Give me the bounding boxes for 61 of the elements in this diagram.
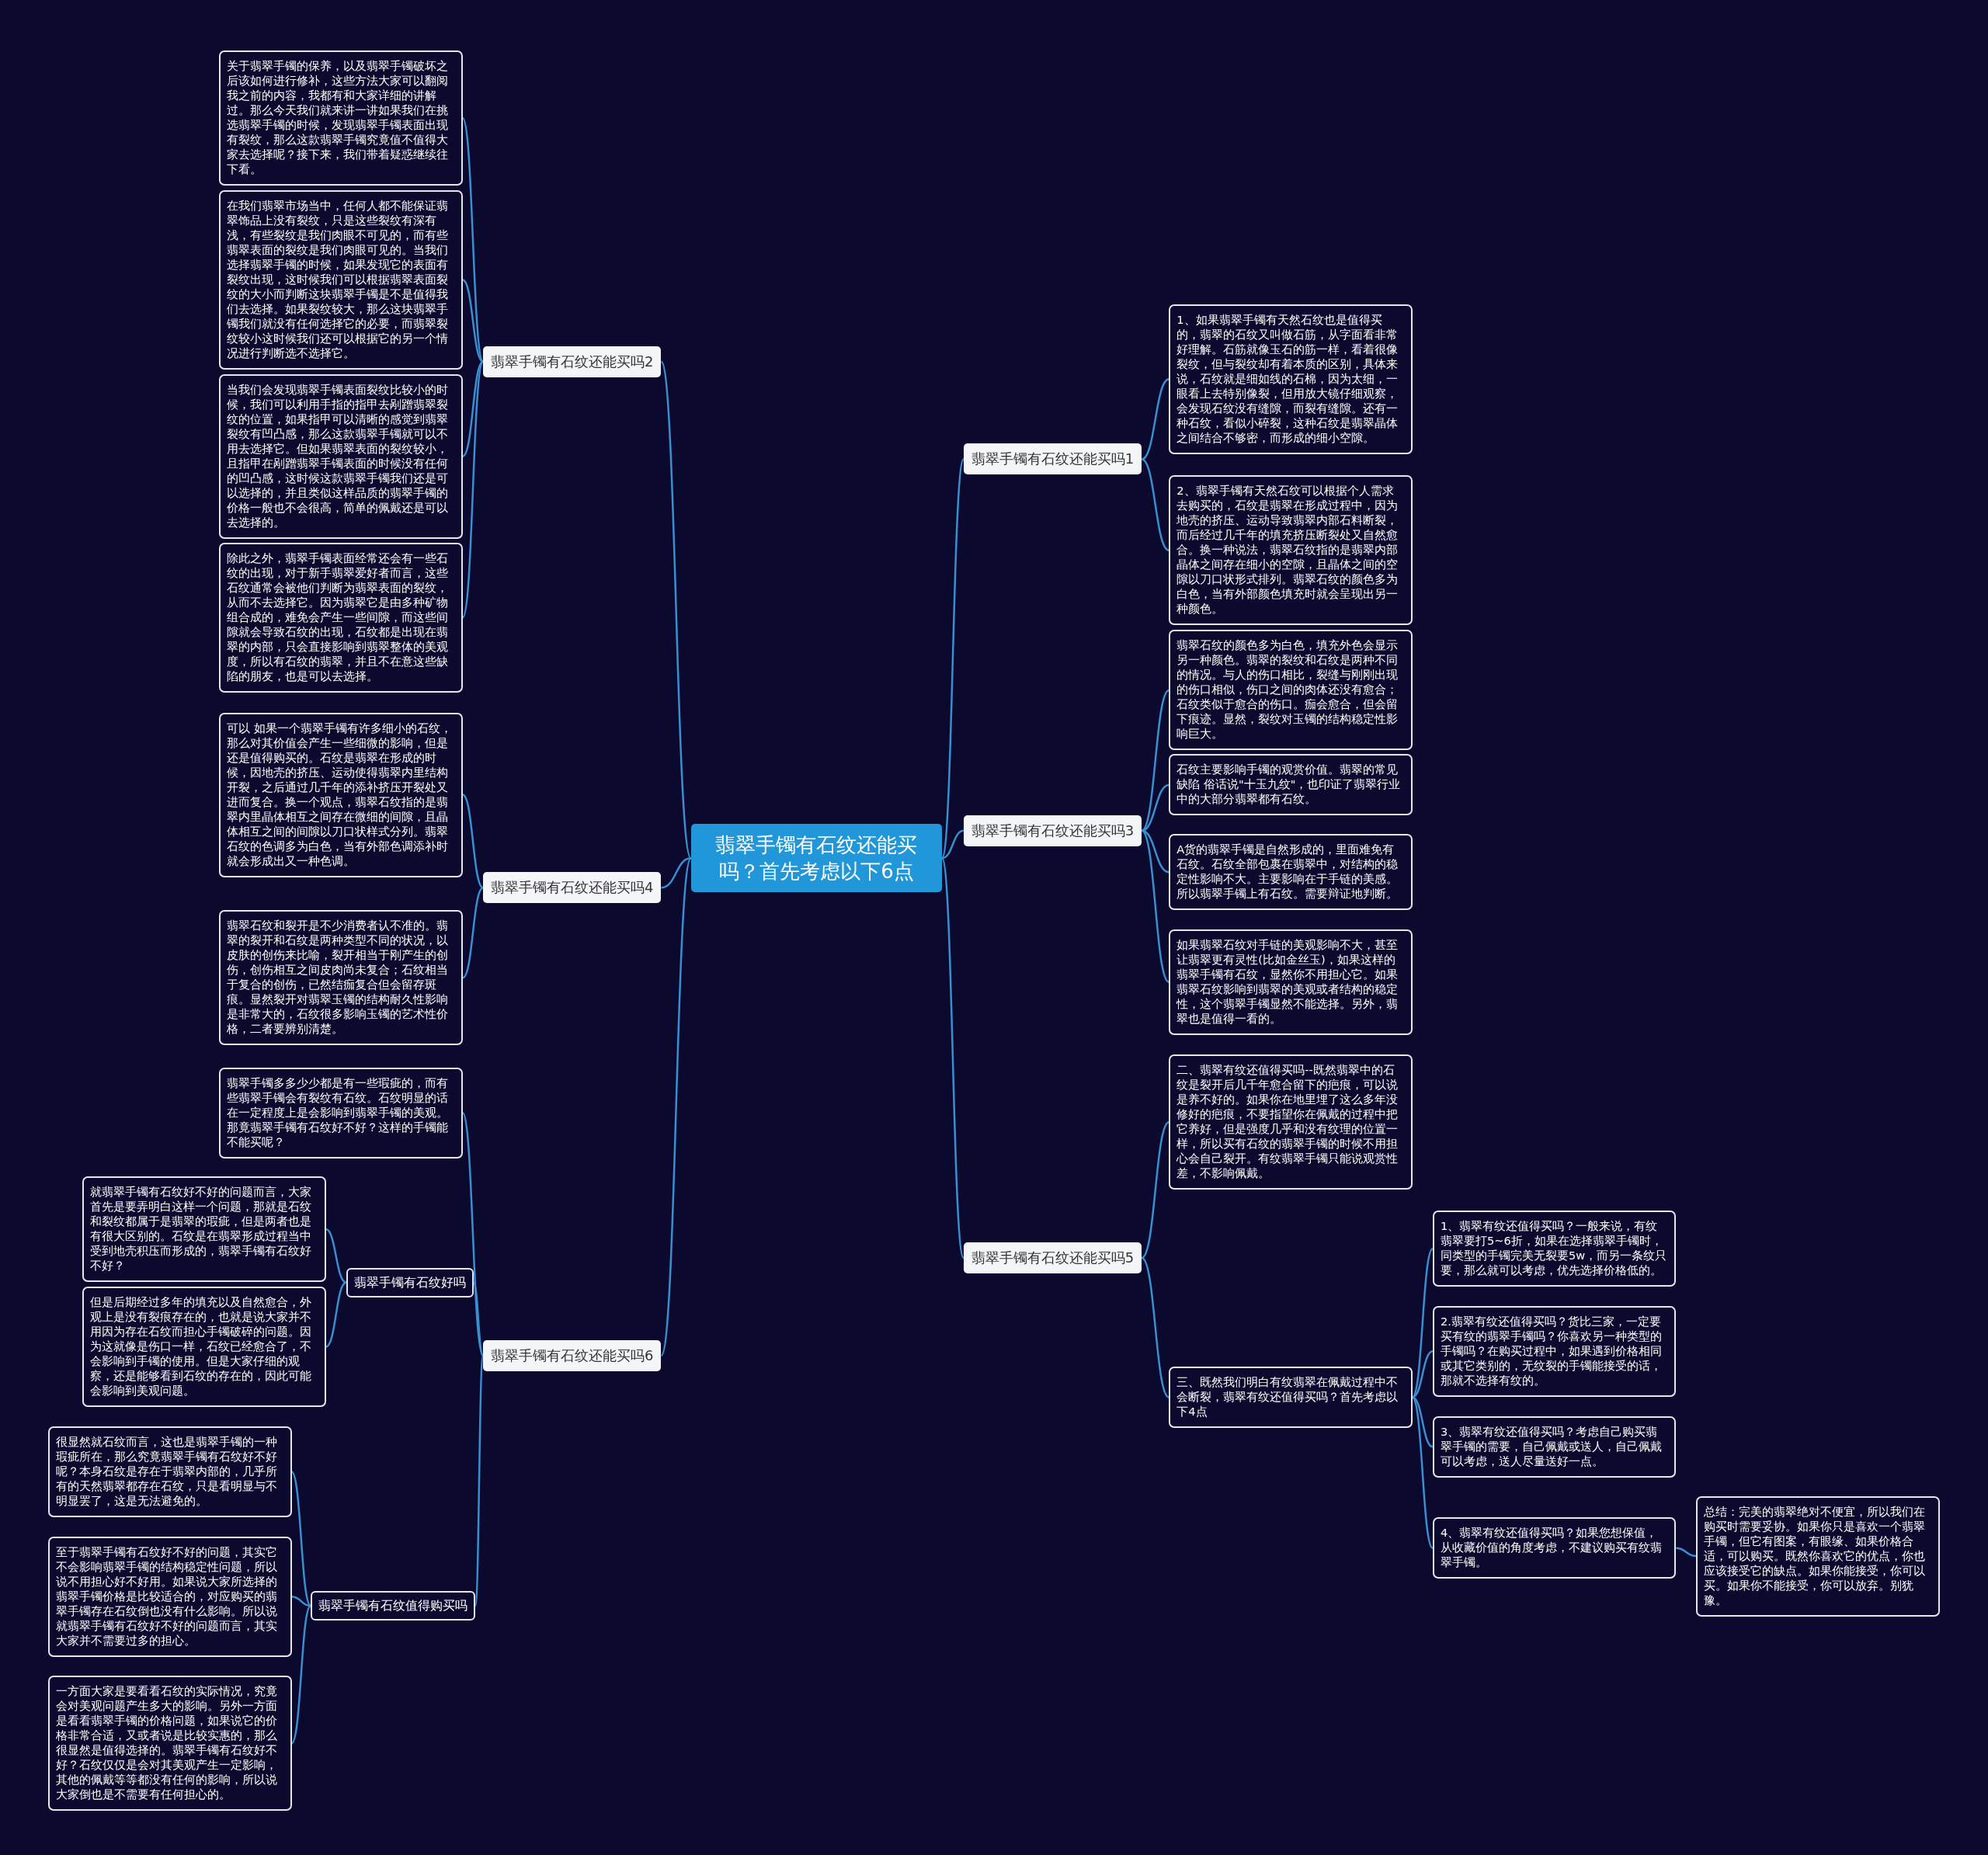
text-card: 2.翡翠有纹还值得买吗？货比三家，一定要买有纹的翡翠手镯吗？你喜欢另一种类型的手镯吗？在购买过程中，如果遇到价格相同或其它类别的，无纹裂的手镯能接受的话，那就不选择有纹的。 [1432,1305,1677,1397]
branch-topic-box: 翡翠手镯有石纹还能买吗2 [483,346,662,377]
connector-line [1141,458,1170,551]
connector-line [941,829,964,860]
text-card: 如果翡翠石纹对手链的美观影响不大，甚至让翡翠更有灵性(比如金丝玉)，如果这样的翡翠手镯有石纹，显然你不用担心它。如果翡翠石纹影响到翡翠的美观或者结构的稳定性，这个翡翠手镯显然不能选择。另外，翡翠也是值得一看的。 [1169,929,1413,1035]
text-card: 总结：完美的翡翠绝对不便宜，所以我们在购买时需要妥协。如果你只是喜欢一个翡翠手镯，但它有图案，有眼缘、如果价格合适，可以购买。既然你喜欢它的优点，你也应该接受它的缺点。如果你能接受，你可以买。如果你不能接受，你可以放弃。别犹豫。 [1696,1495,1940,1617]
connector-line [1141,829,1170,983]
connector-line [291,1596,311,1607]
text-card: 很显然就石纹而言，这也是翡翠手镯的一种瑕疵所在，那么究竟翡翠手镯有石纹好不好呢？本身石纹是存在于翡翠内部的，几乎所有的天然翡翠都存在石纹，只是看明显与不明显罢了，这是无法避免的。 [48,1426,292,1517]
text-card: 一方面大家是要看看石纹的实际情况，究竟会对美观问题产生多大的影响。另外一方面是看看翡翠手镯的价格问题，如果说它的价格非常合适，又或者说是比较实惠的，那么很显然是值得选择的。翡翠手镯有石纹好不好？石纹仅仅是会对其美观产生一定影响，其他的佩戴等等都没有任何的影响，所以说大家倒也是不需要有任何担心的。 [48,1676,292,1812]
connector-line [1141,1257,1170,1398]
text-card: 当我们会发现翡翠手镯表面裂纹比较小的时候，我们可以利用手指的指甲去剐蹭翡翠裂纹的位置，如果指甲可以清晰的感觉到翡翠裂纹有凹凸感，那么这款翡翠手镯就可以不用去选择它。但如果翡翠表面的裂纹较小，且指甲在剐蹭翡翠手镯表面的时候没有任何的凹凸感，这时候这款翡翠手镯我们还是可以选择的，并且类似这样品质的翡翠手镯的价格一般也不会很高，简单的佩戴还是可以去选择的。 [219,373,463,539]
text-card: 可以 如果一个翡翠手镯有许多细小的石纹，那么对其价值会产生一些细微的影响，但是还是值得购买的。石纹是翡翠在形成的时候，因地壳的挤压、运动使得翡翠内里结构开裂，之后通过几千年的添补挤压开裂处又进而复合。换一个观点，翡翠石纹指的是翡翠内里晶体相互之间存在微细的间隙，且晶体相互之间的间隙以刀口状样式分列。翡翠石纹的色调多为白色，当有外部色调添补时就会形成出又一种色调。 [219,712,463,877]
connector-line [325,1228,347,1284]
branch-topic-box: 翡翠手镯有石纹还能买吗1 [963,443,1142,475]
connector-line [462,887,484,979]
text-card: 1、如果翡翠手镯有天然石纹也是值得买的，翡翠的石纹又叫做石筋，从字面看非常好理解。石筋就像玉石的筋一样，看着很像裂纹，但与裂纹却有着本质的区别，具体来说，石纹就是细如线的石棉，因为太细，一眼看上去特别像裂，但用放大镜仔细观察，会发现石纹没有缝隙，而裂有缝隙。还有一种石纹，看似小碎裂，这种石纹是翡翠晶体之间结合不够密，而形成的细小空隙。 [1169,304,1413,454]
text-card: 关于翡翠手镯的保养，以及翡翠手镯破坏之后该如何进行修补，这些方法大家可以翻阅我之前的内容，我都有和大家详细的讲解过。那么今天我们就来讲一讲如果我们在挑选翡翠手镯的时候，发现翡翠手镯表面出现有裂纹，那么这款翡翠手镯究竟值不值得大家去选择呢？接下来，我们带着疑惑继续往下看。 [219,50,463,186]
connector-line [290,1605,311,1745]
connector-line [1411,1396,1434,1549]
subtopic-box: 翡翠手镯有石纹值得购买吗 [311,1590,475,1621]
connector-line [462,360,484,457]
connector-line [1141,690,1170,832]
branch-topic-box: 翡翠手镯有石纹还能买吗4 [483,872,662,904]
text-card: 就翡翠手镯有石纹好不好的问题而言，大家首先是要弄明白这样一个问题，那就是石纹和裂纹都属于是翡翠的瑕疵，但是两者也是有很大区别的。石纹是在翡翠形成过程当中受到地壳积压而形成的，翡翠手镯有石纹好不好？ [82,1176,326,1283]
connector-line [1412,1396,1434,1448]
connector-line [462,794,484,889]
connector-line [661,857,691,889]
text-card: 三、既然我们明白有纹翡翠在佩戴过程中不会断裂，翡翠有纹还值得买吗？首先考虑以下4点 [1169,1367,1413,1428]
text-card: 4、翡翠有纹还值得买吗？如果您想保值，从收藏价值的角度考虑，不建议购买有纹翡翠手镯。 [1432,1517,1677,1579]
connector-line [1411,1248,1434,1398]
connector-line [461,361,485,618]
central-topic-box: 翡翠手镯有石纹还能买吗？首先考虑以下6点 [690,824,943,893]
connector-line [1141,378,1170,460]
text-card: 除此之外，翡翠手镯表面经常还会有一些石纹的出现，对于新手翡翠爱好者而言，这些石纹通常会被他们判断为翡翠表面的裂纹，从而不去选择它。因为翡翠它是由多种矿物组合成的，难免会产生一些间隙，而这些间隙就会导致石纹的出现，石纹都是出现在翡翠的内部，只会直接影响到翡翠整体的美观度，所以有石纹的翡翠，并且不在意这些缺陷的朋友，也是可以去选择。 [219,542,463,693]
text-card: 1、翡翠有纹还值得买吗？一般来说，有纹翡翠要打5~6折，如果在选择翡翠手镯时，同类型的手镯完美无裂要5w，而另一条纹只要，那么就可以考虑，优先选择价格低的。 [1432,1211,1677,1287]
text-card: 翡翠手镯多多少少都是有一些瑕疵的，而有些翡翠手镯会有裂纹有石纹。石纹明显的话在一定程度上是会影响到翡翠手镯的美观。那竟翡翠手镯有石纹好不好？这样的手镯能不能买呢？ [219,1067,463,1159]
text-card: 至于翡翠手镯有石纹好不好的问题，其实它不会影响翡翠手镯的结构稳定性问题，所以说不用担心好不好用。如果说大家所选择的翡翠手镯价格是比较适合的，对应购买的翡翠手镯存在石纹倒也没有什么影响。所以说就翡翠手镯有石纹好不好的问题而言，其实大家并不需要过多的担心。 [48,1536,292,1657]
text-card: 在我们翡翠市场当中，任何人都不能保证翡翠饰品上没有裂纹，只是这些裂纹有深有浅，有些裂纹是我们肉眼不可见的，而有些翡翠表面的裂纹是我们肉眼可见的。当我们选择翡翠手镯的时候，如果发现它的表面有裂纹出现，这时候我们可以根据翡翠表面裂纹的大小而判断这块翡翠手镯是不是值得我们去选择。如果裂纹较大，那么这块翡翠手镯我们就没有任何选择它的必要，而翡翠裂纹较小这时候我们还可以根据它的另一个情况进行判断选不选择它。 [219,189,463,370]
text-card: 3、翡翠有纹还值得买吗？考虑自己购买翡翠手镯的需要，自己佩戴或送人，自己佩戴可以考虑，送人尽量送好一点。 [1432,1416,1677,1478]
connector-line [1141,1121,1170,1259]
connector-line [474,1355,485,1607]
connector-line [462,279,484,363]
text-card: 2、翡翠手镯有天然石纹可以根据个人需求去购买的，石纹是翡翠在形成过程中，因为地壳的挤压、运动导致翡翠内部石料断裂，而后经过几千年的填充挤压断裂处又自然愈合。换一种说法，翡翠石纹指的是翡翠内部晶体之间存在细小的空隙，且晶体之间的空隙以刀口状形式排列。翡翠石纹的颜色多为白色，当有外部颜色填充时就会呈现出另一种颜色。 [1169,475,1413,626]
text-card: 翡翠石纹和裂开是不少消费者认不准的。翡翠的裂开和石纹是两种类型不同的状况，以皮肤的创伤来比喻，裂开相当于刚产生的创伤，创伤相互之间皮肉尚未复合；石纹相当于复合的创伤，已然结痂复合但会留存斑痕。显然裂开对翡翠玉镯的结构耐久性影响是非常大的，石纹很多影响玉镯的艺术性价格，二者要辨别清楚。 [219,910,463,1046]
connector-line [1676,1547,1697,1558]
connector-line [660,361,692,859]
connector-line [660,857,692,1357]
text-card: A货的翡翠手镯是自然形成的，里面难免有石纹。石纹全部包裹在翡翠中，对结构的稳定性影响不大。主要影响在于手链的美感。所以翡翠手镯上有石纹。需要辩证地判断。 [1169,834,1413,911]
text-card: 二、翡翠有纹还值得买吗--既然翡翠中的石纹是裂开后几千年愈合留下的疤痕，可以说是养不好的。如果你在地里埋了这么多年没修好的疤痕，不要指望你在佩戴的过程中把它养好，但是强度几乎和没有纹理的位置一样，所以买有石纹的翡翠手镯的时候不用担心会自己裂开。有纹翡翠手镯只能说观赏性差，不影响佩戴。 [1169,1054,1413,1190]
connector-line [290,1471,311,1607]
text-card: 石纹主要影响手镯的观赏价值。翡翠的常见缺陷 俗话说"十玉九纹"，也印证了翡翠行业中的大部分翡翠都有石纹。 [1169,754,1413,816]
branch-topic-box: 翡翠手镯有石纹还能买吗6 [483,1339,662,1371]
subtopic-box: 翡翠手镯有石纹好吗 [346,1267,474,1297]
connector-line [1412,1350,1434,1398]
connector-line [325,1281,347,1348]
branch-topic-box: 翡翠手镯有石纹还能买吗5 [963,1242,1142,1273]
connector-line [461,117,485,363]
branch-topic-box: 翡翠手镯有石纹还能买吗3 [963,815,1142,846]
text-card: 翡翠石纹的颜色多为白色，填充外色会显示另一种颜色。翡翠的裂纹和石纹是两种不同的情况。与人的伤口相比，裂缝与刚刚出现的伤口相似，伤口之间的肉体还没有愈合；石纹类似于愈合的伤口。痂会愈合，但会留下痕迹。显然，裂纹对玉镯的结构稳定性影响巨大。 [1169,630,1413,751]
text-card: 但是后期经过多年的填充以及自然愈合，外观上是没有裂痕存在的，也就是说大家并不用因为存在石纹而担心手镯破碎的问题。因为这就像是伤口一样，石纹已经愈合了，不会影响到手镯的使用。但是大家仔细的观察，还是能够看到石纹的存在的，因此可能会影响到美观问题。 [82,1287,326,1408]
